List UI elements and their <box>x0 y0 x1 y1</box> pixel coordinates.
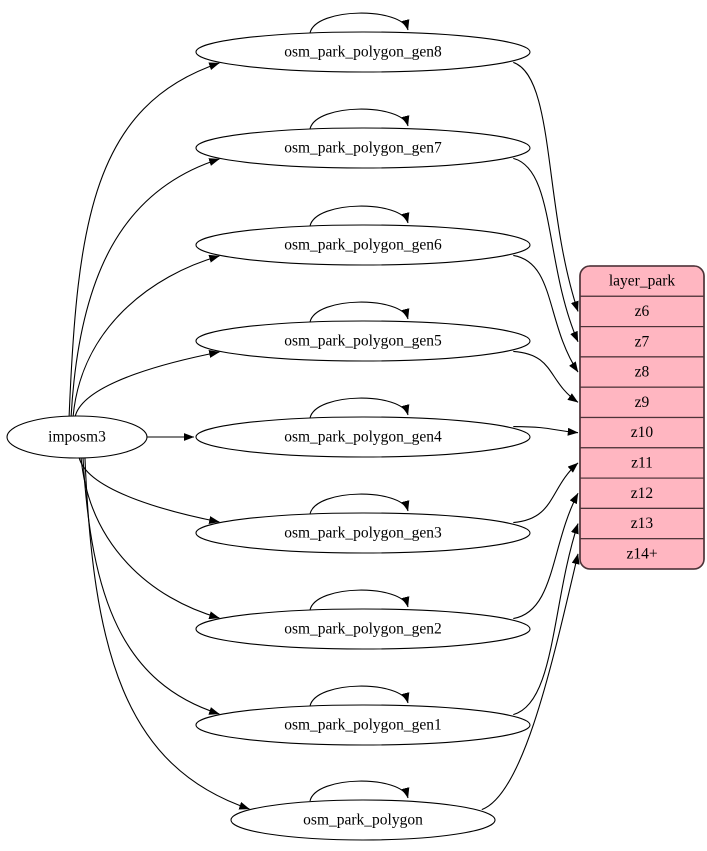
self-loop-edge-gen2 <box>309 589 410 611</box>
layer-table-row-label: z6 <box>635 303 650 320</box>
edge-gen6-to-z8 <box>513 254 579 373</box>
node-label: osm_park_polygon_gen4 <box>284 429 442 446</box>
layer-table-row-cell[interactable] <box>580 326 704 358</box>
self-loop-edge-poly <box>309 780 410 802</box>
layer-table-row-label: z8 <box>635 364 650 381</box>
node-label: osm_park_polygon_gen5 <box>284 333 442 350</box>
self-loop-edge-gen4 <box>309 397 410 419</box>
edge-imposm3-to-gen5 <box>74 350 220 418</box>
edge-gen5-to-z9 <box>513 350 579 403</box>
self-loop-edge-gen6 <box>309 205 410 227</box>
edge-imposm3-to-gen1 <box>82 456 220 715</box>
layer-table-row-label: z13 <box>631 515 654 532</box>
edge-poly-to-z14+ <box>481 553 580 811</box>
node-gen5[interactable] <box>195 320 531 362</box>
node-poly[interactable] <box>230 799 496 841</box>
node-gen2[interactable] <box>195 608 531 650</box>
edges-to-table-group <box>481 61 580 811</box>
node-gen3[interactable] <box>195 512 531 554</box>
edge-imposm3-to-gen8 <box>68 62 220 418</box>
layer-table-row-label: z14+ <box>626 545 657 562</box>
layer-table-row-label: z12 <box>631 485 653 502</box>
self-loop-edge-gen3 <box>309 493 410 515</box>
node-label: osm_park_polygon_gen1 <box>284 717 442 734</box>
node-label: osm_park_polygon_gen7 <box>284 140 442 157</box>
node-label: osm_park_polygon_gen2 <box>284 621 442 638</box>
self-loop-edge-gen7 <box>309 108 410 130</box>
layer-table-row-label: z9 <box>635 394 650 411</box>
node-gen1[interactable] <box>195 704 531 746</box>
layer-table-row-cell[interactable] <box>580 295 704 328</box>
node-label: imposm3 <box>48 429 106 446</box>
edge-imposm3-to-gen7 <box>70 158 220 418</box>
node-gen4[interactable] <box>195 416 531 458</box>
edge-gen2-to-z12 <box>513 492 579 620</box>
node-label: osm_park_polygon_gen6 <box>284 237 442 254</box>
node-label: osm_park_polygon_gen8 <box>284 44 442 61</box>
edges-from-source-group <box>68 62 250 810</box>
self-loop-edge-gen8 <box>309 12 410 34</box>
node-gen6[interactable] <box>195 224 531 266</box>
node-gen8[interactable] <box>195 31 531 73</box>
edge-imposm3-to-poly <box>84 456 250 810</box>
edge-imposm3-to-gen3 <box>78 456 220 524</box>
layer-table-row-cell[interactable] <box>580 507 704 540</box>
layer-table-outline <box>579 265 705 570</box>
node-label: osm_park_polygon <box>303 812 423 829</box>
table-group: layer_park z6 z7 z8 z9 z10 z11 z12 z13 z14+ <box>579 265 705 570</box>
edge-imposm3-to-gen6 <box>72 254 220 418</box>
layer-table-row-label: z7 <box>635 333 650 350</box>
self-loop-group <box>309 12 410 802</box>
self-loop-edge-gen1 <box>309 685 410 707</box>
edge-gen3-to-z11 <box>513 462 579 524</box>
layer-table-row-cell[interactable] <box>580 356 704 388</box>
edge-gen1-to-z13 <box>513 523 579 716</box>
layer-table-header-label: layer_park <box>609 273 676 290</box>
layer-table-row-cell[interactable] <box>580 416 704 449</box>
edge-gen8-to-z6 <box>513 61 579 312</box>
layer-table-row-cell[interactable] <box>580 538 704 569</box>
edge-gen4-to-z10 <box>513 426 579 436</box>
node-gen7[interactable] <box>195 127 531 169</box>
layer-table-row-cell[interactable] <box>580 447 704 479</box>
layer-table-row-label: z10 <box>631 424 654 441</box>
edge-imposm3-to-gen2 <box>80 456 220 620</box>
layer-table-row-label: z11 <box>631 455 653 472</box>
node-imposm3[interactable] <box>6 415 148 459</box>
edge-gen7-to-z7 <box>513 157 579 343</box>
node-label: osm_park_polygon_gen3 <box>284 525 442 542</box>
nodes-group: imposm3 osm_park_polygon_gen8 osm_park_pol… <box>6 31 531 841</box>
self-loop-edge-gen5 <box>309 301 410 323</box>
